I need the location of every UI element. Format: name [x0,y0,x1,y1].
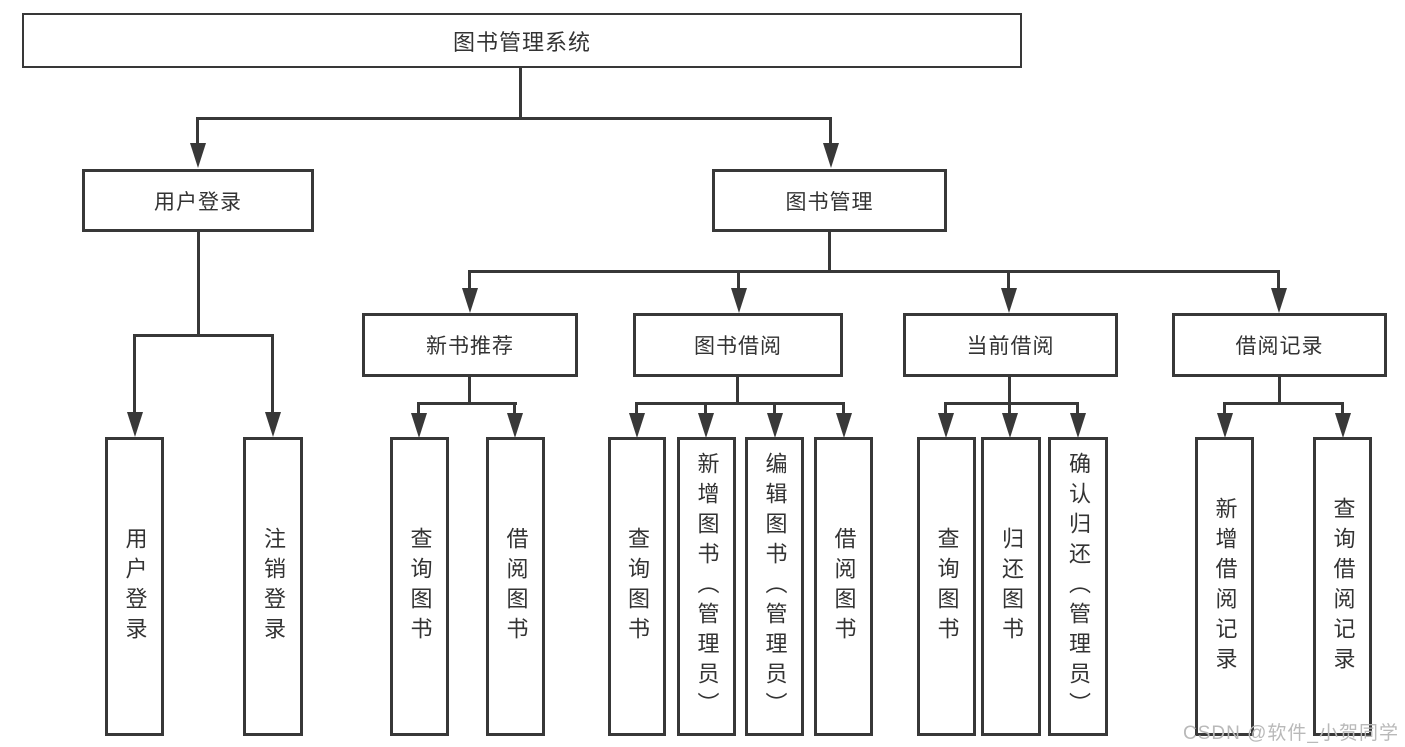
connector-newbook-rail [418,402,517,405]
arrow-down-icon [737,270,740,288]
node-current-borrowing: 当前借阅 [903,313,1118,377]
arrow-down-icon [513,402,516,413]
connector-current-stem [1008,374,1011,405]
arrow-down-icon [1341,402,1344,413]
node-label: 当前借阅 [966,335,1055,358]
node-label: 注销登录 [261,526,286,647]
connector-bookmgmt-stem [828,231,831,273]
arrow-down-icon [133,334,136,412]
leaf-current-return-books: 归还图书 [981,437,1041,736]
leaf-logout: 注销登录 [243,437,303,736]
node-label: 图书管理 [785,190,874,214]
connector-userlogin-stem [197,231,200,337]
leaf-borrowing-borrow-books: 借阅图书 [814,437,873,736]
arrow-down-icon [1007,270,1010,288]
node-label: 借阅记录 [1235,335,1324,358]
arrow-down-icon [773,402,776,413]
connector-root-stem [519,66,522,120]
arrow-down-icon [468,270,471,288]
leaf-current-query-books: 查询图书 [917,437,976,736]
arrow-down-icon [271,334,274,412]
node-new-book-recommend: 新书推荐 [362,313,578,377]
node-label: 新增借阅记录 [1212,496,1238,677]
node-label: 图书借阅 [694,335,782,358]
connector-records-stem [1278,374,1281,405]
node-label: 查询借阅记录 [1330,496,1356,677]
node-label: 借阅图书 [831,526,857,647]
node-label: 图书管理系统 [452,29,591,55]
node-label: 查询图书 [625,526,650,647]
arrow-down-icon [196,117,199,143]
arrow-down-icon [417,402,420,413]
node-label: 新增图书（管理员） [694,451,720,722]
arrow-down-icon [1277,270,1280,288]
node-book-management: 图书管理 [712,169,947,232]
arrow-down-icon [635,402,638,413]
node-label: 用户登录 [154,190,242,214]
arrow-down-icon [1008,402,1011,413]
node-label: 归还图书 [999,526,1024,647]
node-label: 编辑图书（管理员） [762,451,788,722]
connector-newbook-stem [468,374,471,405]
node-book-borrowing: 图书借阅 [633,313,843,377]
arrow-down-icon [842,402,845,413]
node-library-system: 图书管理系统 [22,13,1022,68]
connector-userlogin-rail [133,334,274,337]
arrow-down-icon [704,402,707,413]
connector-borrowing-rail [635,402,845,405]
leaf-borrowing-query-books: 查询图书 [608,437,666,736]
leaf-recommend-borrow-books: 借阅图书 [486,437,545,736]
leaf-records-add-record: 新增借阅记录 [1195,437,1254,736]
arrow-down-icon [944,402,947,413]
connector-current-rail [944,402,1079,405]
connector-records-rail [1223,402,1344,405]
connector-bookmgmt-rail [468,270,1280,273]
csdn-watermark: CSDN @软件_小贺同学 [1183,723,1399,744]
connector-root-rail [197,117,832,120]
node-label: 新书推荐 [426,335,514,358]
connector-borrowing-stem [736,374,739,405]
node-label: 查询图书 [407,526,433,647]
node-borrowing-records: 借阅记录 [1172,313,1387,377]
leaf-records-query-record: 查询借阅记录 [1313,437,1372,736]
leaf-borrowing-add-books-admin: 新增图书（管理员） [677,437,736,736]
leaf-user-login: 用户登录 [105,437,164,736]
node-user-login: 用户登录 [82,169,314,232]
node-label: 查询图书 [934,526,960,647]
node-label: 确认归还（管理员） [1066,451,1091,722]
arrow-down-icon [1076,402,1079,413]
node-label: 用户登录 [122,526,148,647]
node-label: 借阅图书 [503,526,529,647]
arrow-down-icon [1223,402,1226,413]
leaf-recommend-query-books: 查询图书 [390,437,449,736]
leaf-current-confirm-return-admin: 确认归还（管理员） [1048,437,1108,736]
arrow-down-icon [829,117,832,143]
leaf-borrowing-edit-books-admin: 编辑图书（管理员） [745,437,804,736]
